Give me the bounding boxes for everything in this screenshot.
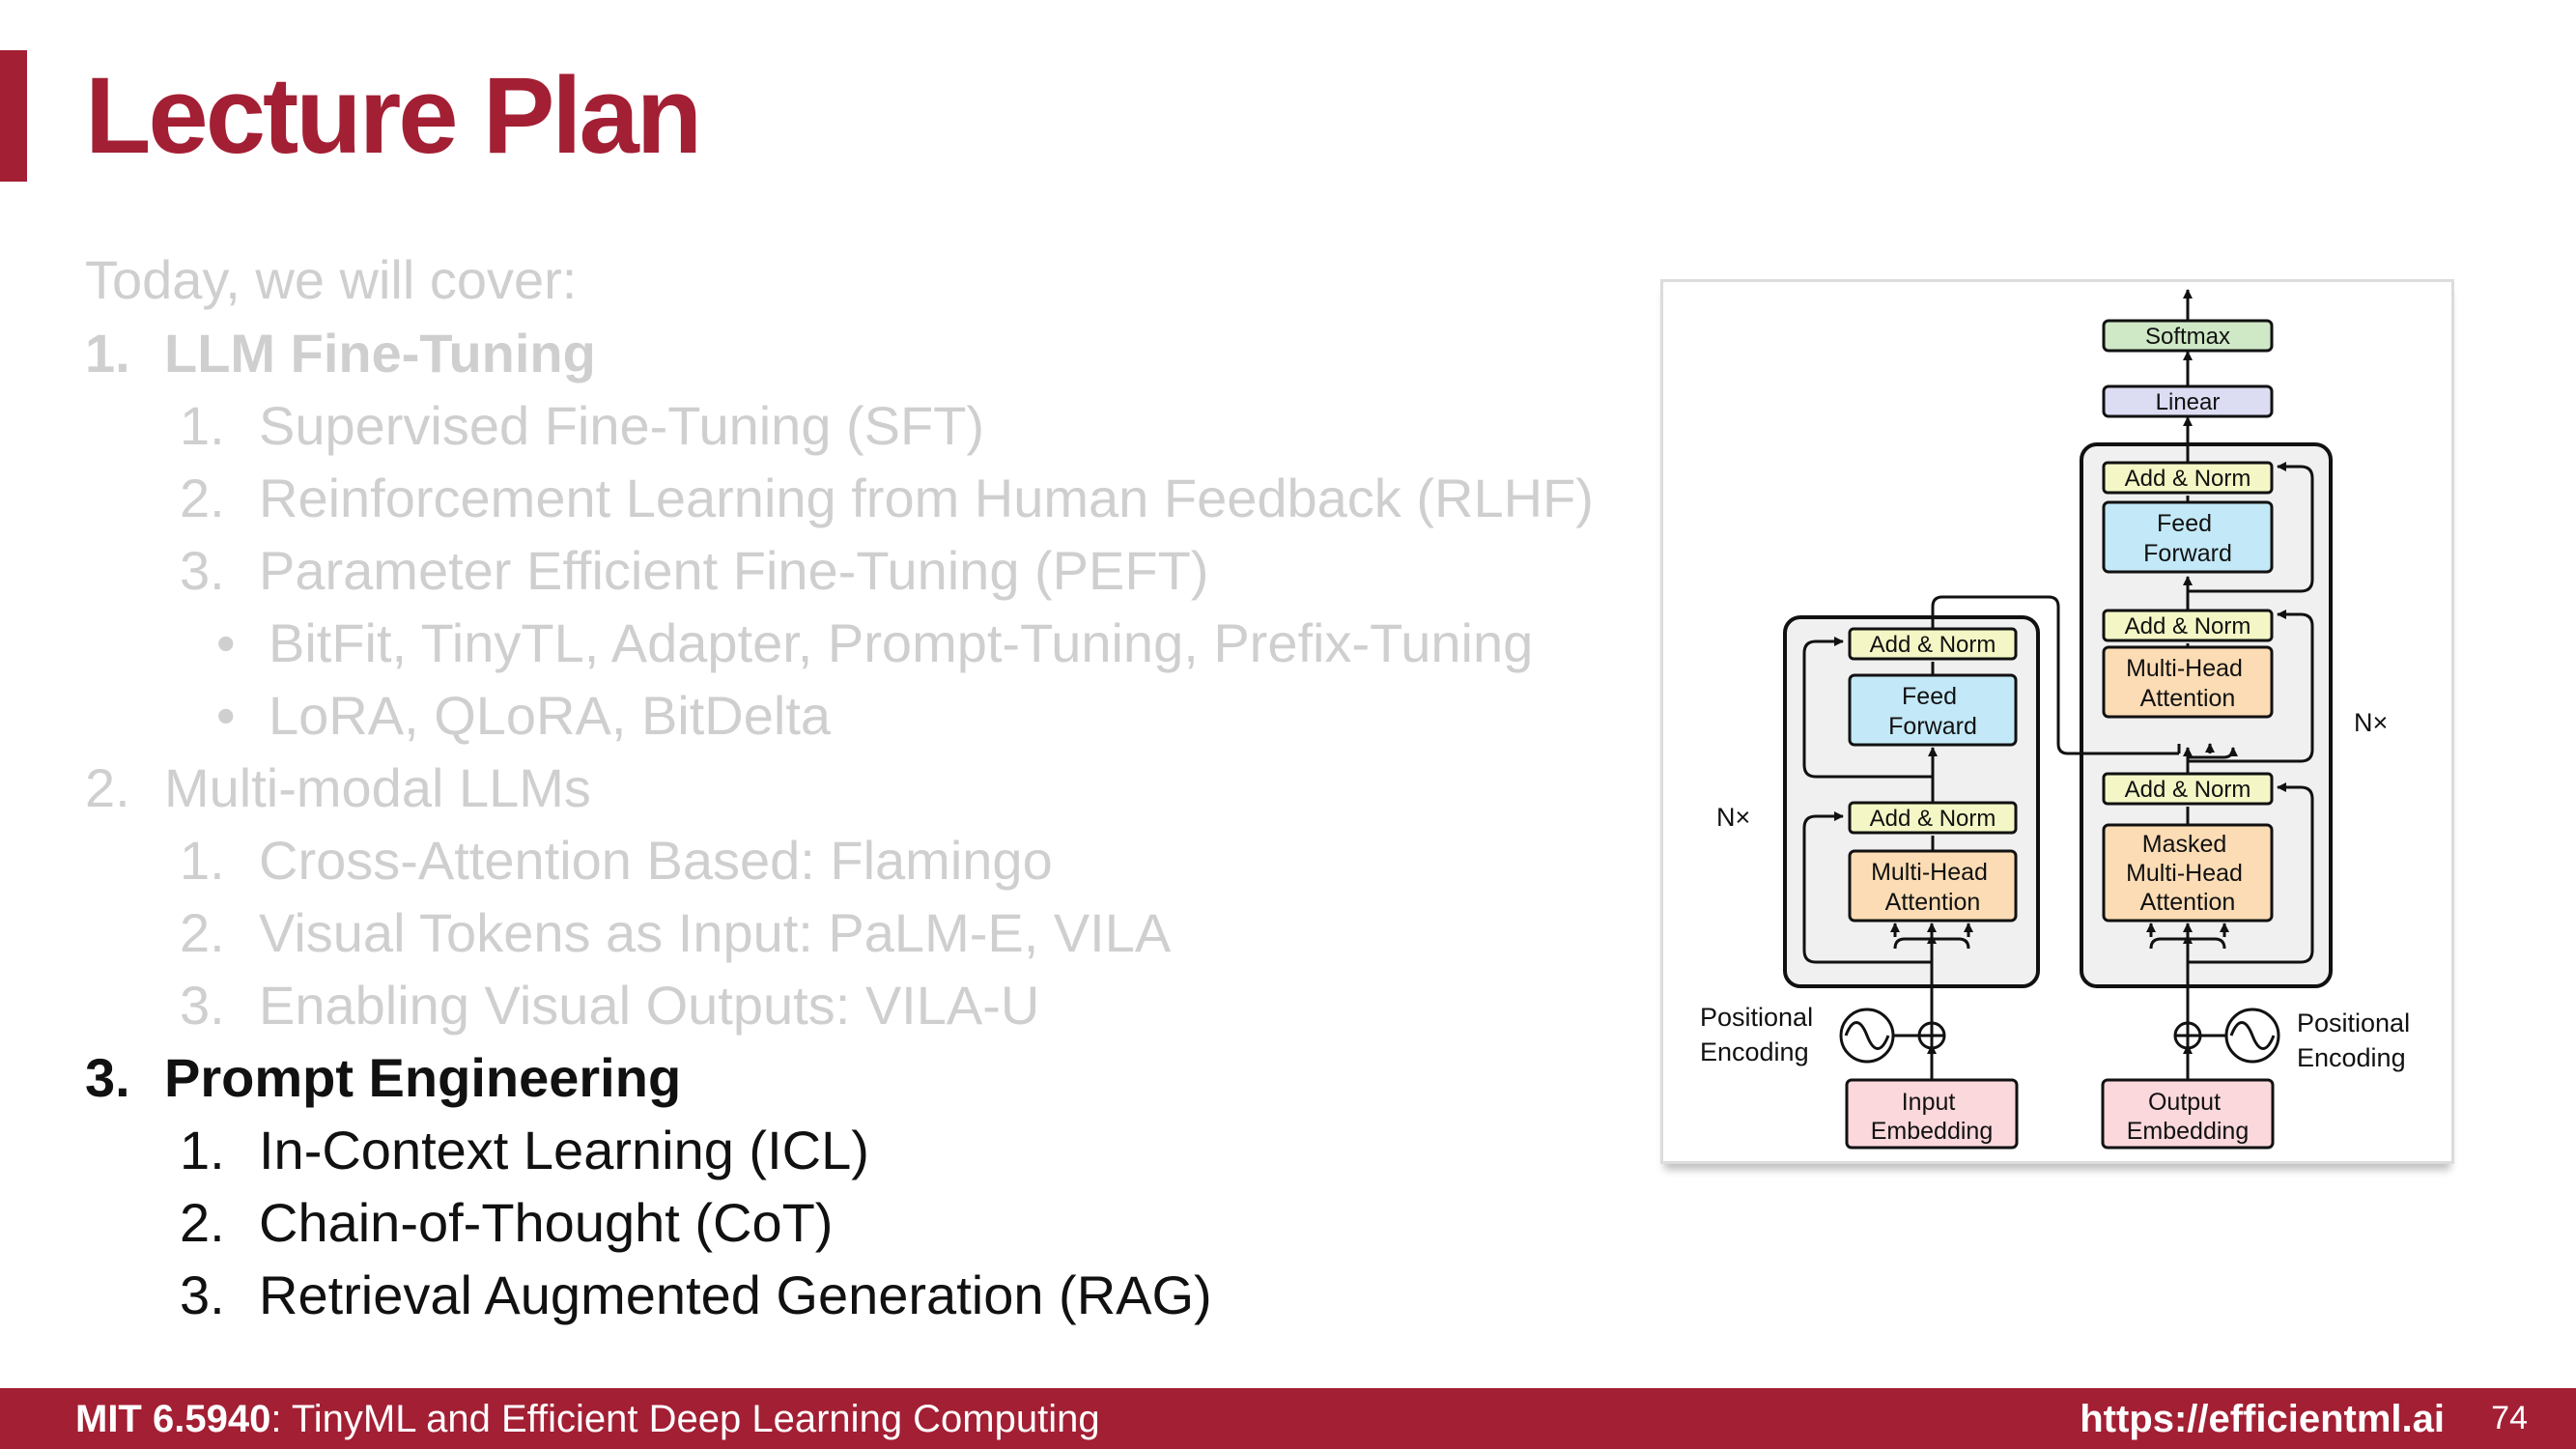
outline-subitem: 2.Visual Tokens as Input: PaLM-E, VILA xyxy=(180,902,1172,963)
outline-subitem: 3.Parameter Efficient Fine-Tuning (PEFT) xyxy=(180,540,1209,601)
svg-text:N×: N× xyxy=(1716,803,1750,832)
slide-title: Lecture Plan xyxy=(85,55,702,176)
svg-text:Add & Norm: Add & Norm xyxy=(1870,632,1996,658)
transformer-architecture-figure: Input Embedding Positional Encoding Mult… xyxy=(1660,279,2454,1164)
svg-text:Feed Forward: Feed Forward xyxy=(1888,683,1977,740)
slide-footer: MIT 6.5940: TinyML and Efficient Deep Le… xyxy=(0,1388,2576,1449)
course-name: MIT 6.5940: TinyML and Efficient Deep Le… xyxy=(75,1398,1100,1441)
svg-text:Add & Norm: Add & Norm xyxy=(2125,613,2251,639)
outline-subitem-current: 1.In-Context Learning (ICL) xyxy=(180,1120,869,1180)
course-code: MIT 6.5940 xyxy=(75,1398,271,1440)
course-title: : TinyML and Efficient Deep Learning Com… xyxy=(270,1398,1100,1440)
outline-subitem: 1.Cross-Attention Based: Flamingo xyxy=(180,830,1053,891)
svg-text:Positional Encoding: Positional Encoding xyxy=(2297,1009,2418,1072)
svg-text:Feed Forward: Feed Forward xyxy=(2143,510,2232,567)
intro-text: Today, we will cover: xyxy=(85,249,578,310)
svg-text:Masked Multi-Head: Masked Multi-Head Attention xyxy=(2126,831,2250,916)
svg-text:Multi-Head Attention: Multi-Head Attention xyxy=(2126,655,2250,712)
svg-text:Output Embedding: Output Embedding xyxy=(2127,1089,2249,1145)
outline-subitem: 2.Reinforcement Learning from Human Feed… xyxy=(180,468,1594,528)
outline-subitem: 1.Supervised Fine-Tuning (SFT) xyxy=(180,395,985,456)
svg-text:Multi-Head Attention: Multi-Head Attention xyxy=(1871,859,1995,916)
transformer-diagram: Input Embedding Positional Encoding Mult… xyxy=(1700,289,2418,1150)
outline-subitem-current: 2.Chain-of-Thought (CoT) xyxy=(180,1192,834,1253)
svg-text:Add & Norm: Add & Norm xyxy=(1870,806,1996,832)
svg-text:Input Embedding: Input Embedding xyxy=(1871,1089,1993,1145)
svg-text:Add & Norm: Add & Norm xyxy=(2125,777,2251,803)
outline-item: 1.LLM Fine-Tuning xyxy=(85,323,596,384)
title-accent-bar xyxy=(0,50,27,182)
svg-text:Positional Encoding: Positional Encoding xyxy=(1700,1003,1821,1066)
svg-text:N×: N× xyxy=(2354,708,2388,737)
course-url-link[interactable]: https://efficientml.ai xyxy=(2080,1398,2445,1440)
outline-item-current: 3.Prompt Engineering xyxy=(85,1047,682,1108)
outline-subitem: 3.Enabling Visual Outputs: VILA-U xyxy=(180,975,1040,1036)
svg-text:Linear: Linear xyxy=(2156,389,2221,415)
outline-item: 2.Multi-modal LLMs xyxy=(85,757,591,818)
outline-subitem-current: 3.Retrieval Augmented Generation (RAG) xyxy=(180,1264,1212,1325)
page-number: 74 xyxy=(2491,1400,2528,1436)
svg-text:Softmax: Softmax xyxy=(2145,324,2230,350)
outline-bullet: •BitFit, TinyTL, Adapter, Prompt-Tuning,… xyxy=(216,612,1534,673)
outline-bullet: •LoRA, QLoRA, BitDelta xyxy=(216,685,832,746)
svg-text:Add & Norm: Add & Norm xyxy=(2125,466,2251,492)
